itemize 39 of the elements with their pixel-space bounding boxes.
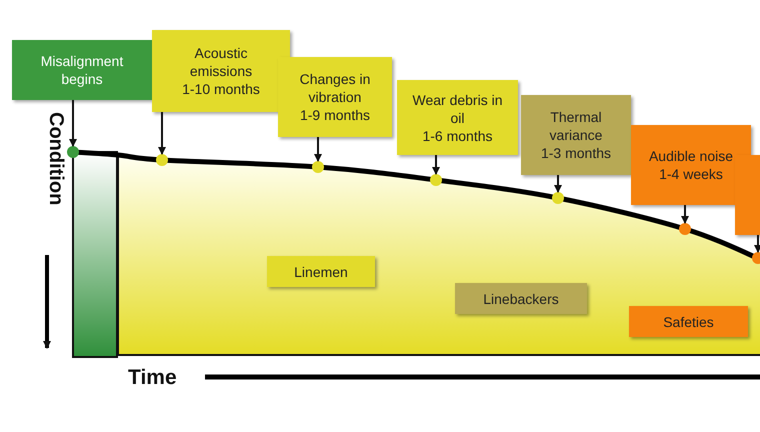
label-box (12, 40, 152, 100)
arrow (554, 175, 562, 193)
marker-dot (430, 174, 442, 186)
event-label: Thermal variance (548, 108, 604, 144)
event-label: Changes in vibration (298, 70, 372, 106)
duration-label: 1-4 weeks (659, 165, 723, 183)
marker-dot (312, 161, 324, 173)
label-box (521, 95, 631, 175)
duration-label: 1-9 months (300, 106, 370, 124)
label-box (455, 283, 587, 314)
duration-label: 1-3 months (540, 144, 612, 162)
duration-label: 1-6 months (422, 126, 493, 144)
event-label: Misalignment begins (40, 52, 124, 88)
event-label: Linemen (294, 262, 348, 280)
marker-dot (67, 146, 79, 158)
event-label: Audible noise (648, 147, 734, 165)
axis-title: Time (128, 366, 177, 390)
duration-label: 1-10 months (182, 80, 260, 98)
arrow (69, 100, 77, 147)
label-box (631, 125, 751, 205)
axis-title: Condition (44, 112, 67, 206)
label-box (397, 80, 518, 155)
marker-dot (552, 192, 564, 204)
event-label: Linebackers (483, 290, 559, 308)
arrow (158, 112, 166, 155)
arrow (432, 155, 440, 175)
marker-dot (679, 223, 691, 235)
event-label: Acoustic emissions (188, 44, 254, 80)
arrow (314, 137, 322, 162)
arrow (681, 205, 689, 224)
label-box (278, 57, 392, 137)
marker-dot (156, 154, 168, 166)
label-box (629, 306, 748, 337)
label-box (267, 256, 375, 287)
event-label: Safeties (663, 312, 714, 330)
label-box (735, 155, 760, 235)
label-box (152, 30, 290, 112)
arrow (754, 235, 760, 253)
event-label: Wear debris in oil (411, 90, 504, 126)
